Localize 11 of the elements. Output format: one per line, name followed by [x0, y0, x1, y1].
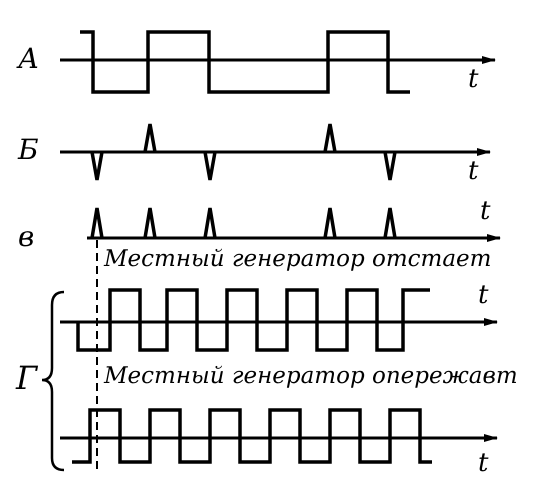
signal-label: Г [16, 362, 38, 394]
signal-label: в [18, 223, 34, 251]
axis-label: t [478, 282, 488, 308]
axis-label: t [478, 450, 488, 476]
annotation-text: Местный генератор отстает [104, 248, 492, 271]
annotation-text: Местный генератор опережавт [104, 365, 518, 388]
signal-label: Б [18, 136, 39, 164]
axis-label: t [468, 158, 478, 184]
axis-label: t [468, 66, 478, 92]
signal-label: А [18, 45, 40, 73]
axis-label: t [480, 198, 490, 224]
